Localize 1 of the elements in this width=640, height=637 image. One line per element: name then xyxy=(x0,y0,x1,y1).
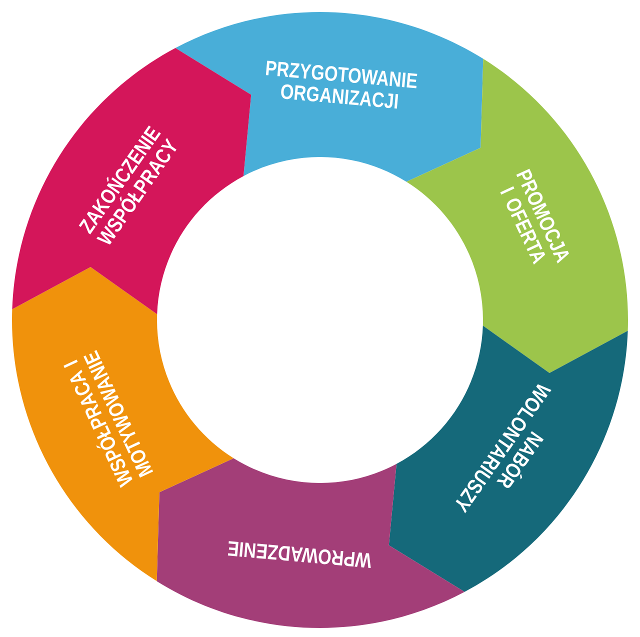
chevron-segment: PRZYGOTOWANIE ORGANIZACJI xyxy=(175,12,484,182)
